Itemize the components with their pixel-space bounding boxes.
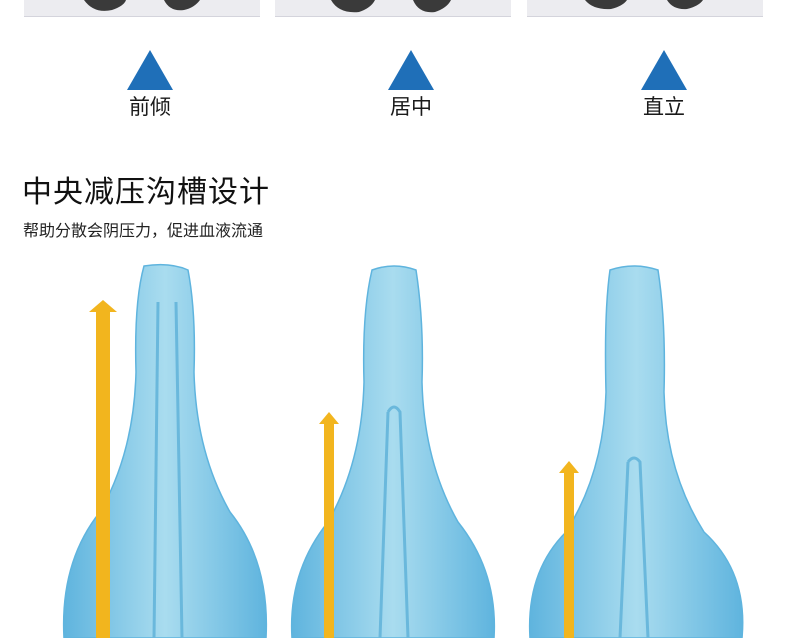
pressure-arrow <box>89 300 117 638</box>
saddle-center <box>290 265 496 638</box>
posture-label: 前倾 <box>129 95 171 119</box>
posture-image-forward <box>24 0 260 17</box>
posture-label: 直立 <box>643 95 685 119</box>
triangle-up-icon <box>127 50 173 90</box>
posture-image-center <box>275 0 511 17</box>
posture-label: 居中 <box>390 95 432 119</box>
pressure-arrow <box>559 461 579 638</box>
pressure-arrow <box>319 412 339 638</box>
saddle-upright <box>528 265 744 638</box>
section-title: 中央减压沟槽设计 <box>22 175 270 210</box>
saddle-forward <box>62 263 268 638</box>
posture-image-upright <box>527 0 763 17</box>
posture-forward: 前倾 <box>80 50 220 120</box>
posture-center: 居中 <box>341 50 481 120</box>
posture-upright: 直立 <box>594 50 734 120</box>
triangle-up-icon <box>388 50 434 90</box>
triangle-up-icon <box>641 50 687 90</box>
section-subtitle: 帮助分散会阴压力，促进血液流通 <box>23 221 264 240</box>
